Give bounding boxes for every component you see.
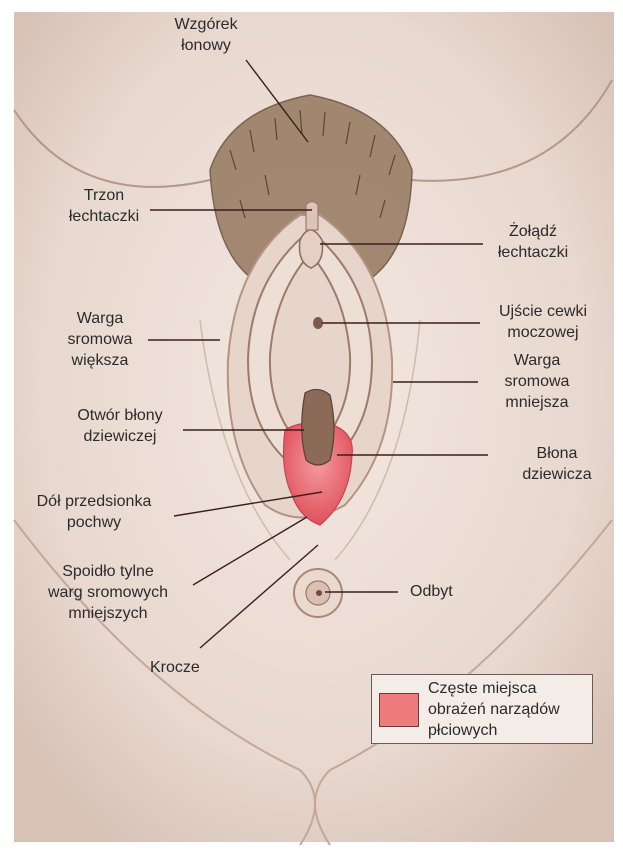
urethral-opening-shape <box>313 317 323 329</box>
legend-line: Częste miejsca <box>428 678 560 699</box>
label-line: dziewiczej <box>58 426 182 447</box>
clitoris-glans-shape <box>299 230 322 268</box>
label-line: mniejszych <box>28 603 188 624</box>
label-line: warg sromowych <box>28 582 188 603</box>
label-urethral-opening: Ujście cewki moczowej <box>482 301 604 343</box>
label-line: Krocze <box>150 657 200 678</box>
label-mons-pubis: Wzgórek łonowy <box>150 14 262 56</box>
legend-line: obrażeń narządów <box>428 699 560 720</box>
label-line: łechtaczki <box>483 242 583 263</box>
legend-line: płciowych <box>428 720 560 741</box>
label-line: Warga <box>52 308 148 329</box>
label-line: Żołądź <box>483 221 583 242</box>
label-line: Wzgórek <box>150 14 262 35</box>
label-line: Warga <box>478 350 596 371</box>
label-line: większa <box>52 350 148 371</box>
label-clitoris-glans: Żołądź łechtaczki <box>483 221 583 263</box>
label-line: sromowa <box>52 329 148 350</box>
label-hymen-opening: Otwór błony dziewiczej <box>58 405 182 447</box>
label-line: pochwy <box>14 512 174 533</box>
label-line: Błona <box>510 443 604 464</box>
legend-swatch <box>379 693 419 727</box>
label-line: Otwór błony <box>58 405 182 426</box>
label-hymen: Błona dziewicza <box>510 443 604 485</box>
label-line: moczowej <box>482 322 604 343</box>
label-line: Dół przedsionka <box>14 491 174 512</box>
label-line: Odbyt <box>410 581 453 602</box>
clitoris-body-shape <box>306 202 318 231</box>
legend-box: Częste miejsca obrażeń narządów płciowyc… <box>371 674 593 744</box>
label-clitoris-body: Trzon łechtaczki <box>52 185 156 227</box>
label-labia-minora: Warga sromowa mniejsza <box>478 350 596 413</box>
label-vestibular-fossa: Dół przedsionka pochwy <box>14 491 174 533</box>
label-line: łonowy <box>150 35 262 56</box>
label-anus: Odbyt <box>410 581 453 602</box>
label-posterior-fourchette: Spoidło tylne warg sromowych mniejszych <box>28 561 188 624</box>
anus-center <box>316 590 322 596</box>
label-line: dziewicza <box>510 464 604 485</box>
label-perineum: Krocze <box>150 657 200 678</box>
label-labia-majora: Warga sromowa większa <box>52 308 148 371</box>
label-line: sromowa <box>478 371 596 392</box>
label-line: mniejsza <box>478 392 596 413</box>
label-line: Trzon <box>52 185 156 206</box>
hymen-opening-shape <box>302 389 334 465</box>
label-line: łechtaczki <box>52 206 156 227</box>
label-line: Spoidło tylne <box>28 561 188 582</box>
legend-text: Częste miejsca obrażeń narządów płciowyc… <box>428 678 560 741</box>
label-line: Ujście cewki <box>482 301 604 322</box>
